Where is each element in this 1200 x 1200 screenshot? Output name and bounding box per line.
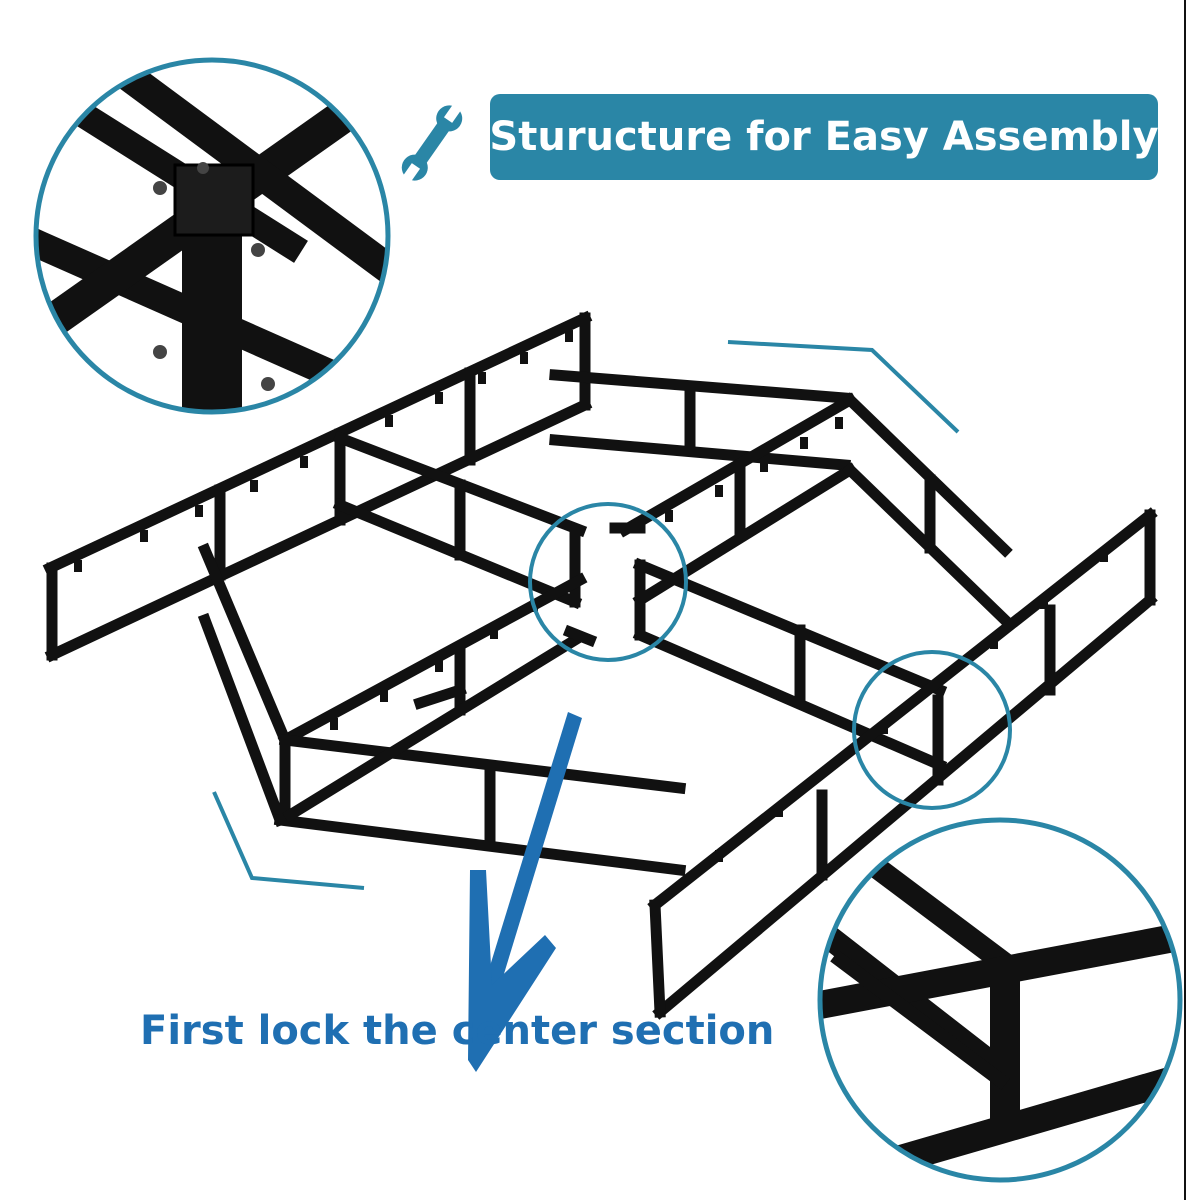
center-bracket bbox=[562, 624, 598, 648]
accent-line-bottom bbox=[212, 791, 365, 890]
zoom-inset-joint bbox=[33, 57, 391, 415]
right-center-section bbox=[549, 369, 1013, 773]
page-edge bbox=[1184, 0, 1200, 1200]
wrench-icon bbox=[401, 102, 463, 184]
highlight-circle-center bbox=[528, 502, 688, 662]
accent-line-top bbox=[727, 340, 960, 434]
rail-tabs bbox=[74, 330, 1108, 862]
instruction-caption: First lock the center section bbox=[140, 1008, 775, 1054]
bed-frame bbox=[42, 310, 1158, 1020]
highlight-circle-joint bbox=[852, 650, 1012, 810]
page-edge-line bbox=[1184, 0, 1186, 1200]
left-side-rail bbox=[42, 310, 593, 663]
left-center-section bbox=[197, 430, 687, 877]
right-side-rail bbox=[647, 507, 1158, 1020]
zoom-inset-rail bbox=[817, 817, 1183, 1183]
arrow-down-icon bbox=[468, 712, 582, 1072]
banner-title: Sturucture for Easy Assembly bbox=[489, 114, 1159, 160]
title-banner: Sturucture for Easy Assembly bbox=[489, 94, 1159, 180]
